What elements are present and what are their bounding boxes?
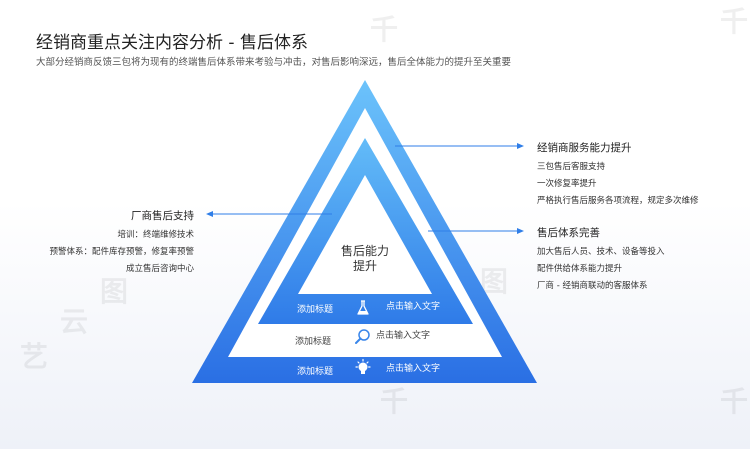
row-1-title: 添加标题 bbox=[296, 305, 333, 315]
right-top-heading: 经销商服务能力提升 bbox=[537, 142, 632, 154]
arrow-right-bottom-head bbox=[517, 228, 524, 234]
pyramid-center-label: 售后能力 提升 bbox=[320, 244, 410, 274]
page-subtitle: 大部分经销商反馈三包将为现有的终端售后体系带来考验与冲击，对售后影响深远，售后全… bbox=[36, 57, 512, 68]
watermark-glyph: 千 bbox=[380, 385, 409, 418]
right-top-item-3: 严格执行售后服务各项流程，规定多次维修 bbox=[537, 196, 699, 206]
pyramid-core bbox=[298, 175, 432, 294]
left-block-item-3: 成立售后咨询中心 bbox=[125, 264, 194, 274]
flask-icon bbox=[357, 300, 369, 315]
right-bottom-heading: 售后体系完善 bbox=[537, 227, 600, 239]
row-2-title: 添加标题 bbox=[294, 337, 331, 347]
watermark-glyph: 千 bbox=[370, 13, 399, 46]
left-block-heading: 厂商售后支持 bbox=[131, 210, 194, 222]
row-3-text: 点击输入文字 bbox=[385, 364, 440, 374]
row-2-text: 点击输入文字 bbox=[375, 331, 430, 341]
row-1-text: 点击输入文字 bbox=[385, 302, 440, 312]
lightbulb-icon bbox=[355, 358, 371, 374]
center-label-line2: 提升 bbox=[352, 259, 377, 273]
right-top-item-1: 三包售后客服支持 bbox=[537, 162, 606, 172]
left-block-item-2: 预警体系：配件库存预警，修复率预警 bbox=[49, 247, 194, 257]
watermark-glyph: 千 bbox=[720, 5, 749, 38]
left-block-item-1: 培训：终端维修技术 bbox=[117, 230, 194, 240]
page-title: 经销商重点关注内容分析 - 售后体系 bbox=[36, 33, 308, 53]
arrow-right-top-head bbox=[517, 143, 524, 149]
right-top-item-2: 一次修复率提升 bbox=[537, 179, 597, 189]
watermark-glyph: 云 bbox=[60, 305, 89, 338]
right-bottom-item-1: 加大售后人员、技术、设备等投入 bbox=[537, 247, 665, 257]
watermark-glyph: 图 bbox=[100, 275, 129, 308]
search-icon bbox=[355, 329, 370, 344]
right-bottom-item-3: 厂商 - 经销商联动的客服体系 bbox=[537, 281, 648, 291]
center-label-line1: 售后能力 bbox=[340, 244, 389, 258]
row-3-title: 添加标题 bbox=[296, 367, 333, 377]
watermark-glyph: 千 bbox=[720, 385, 749, 418]
watermark-glyph: 艺 bbox=[20, 340, 49, 373]
arrow-left-head bbox=[206, 211, 213, 217]
right-bottom-item-2: 配件供给体系能力提升 bbox=[537, 264, 623, 274]
